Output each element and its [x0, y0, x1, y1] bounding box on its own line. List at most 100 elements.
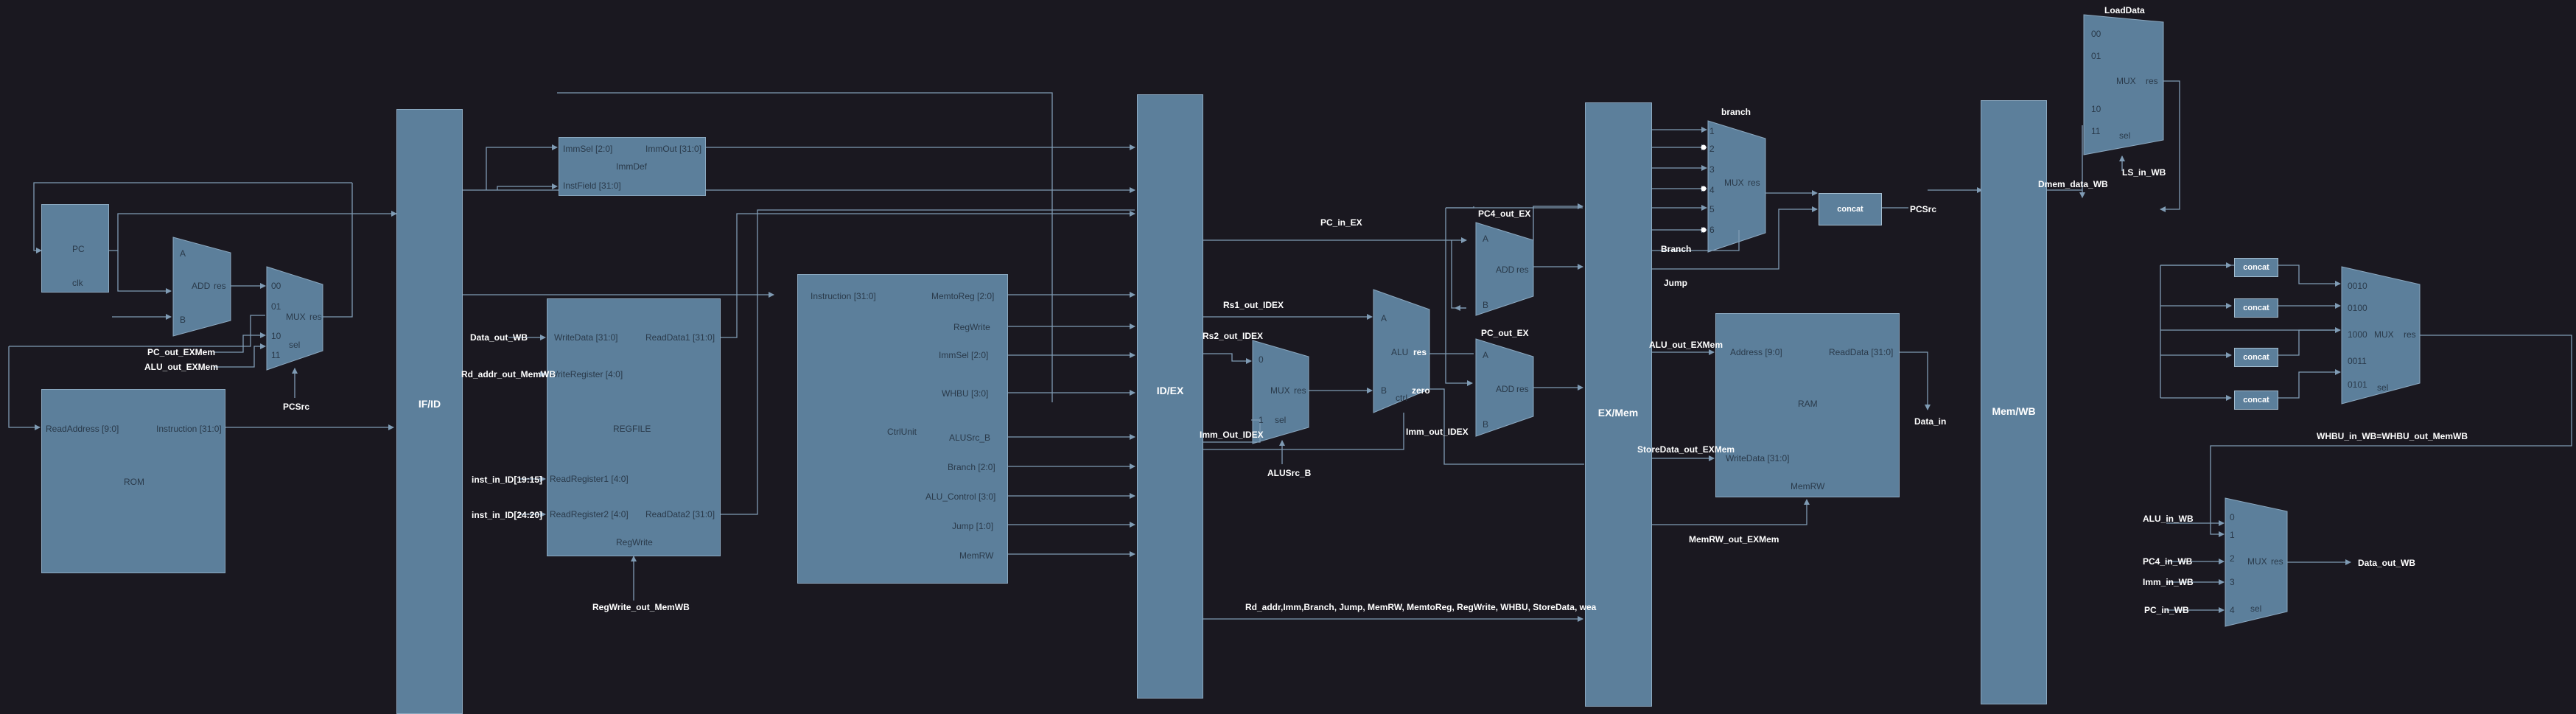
label-memrw-out-exmem: MemRW_out_EXMem — [1689, 534, 1779, 545]
ctrl-memrw: MemRW — [959, 550, 994, 561]
ctrl-jump: Jump [1:0] — [952, 521, 994, 531]
br-adder-b: B — [1483, 419, 1489, 430]
branch-mux-in5: 5 — [1709, 204, 1715, 214]
ctrl-regwrite: RegWrite — [953, 322, 990, 332]
branch-mux-title: MUX — [1724, 178, 1744, 188]
ex-mem-title: EX/Mem — [1597, 407, 1639, 419]
whbu-mux-title: MUX — [2374, 329, 2394, 340]
pc4-adder-title: ADD — [1496, 265, 1515, 275]
load-mux-sel: sel — [2119, 130, 2131, 141]
label-ls-in-wb: LS_in_WB — [2122, 167, 2166, 178]
regfile-readreg1: ReadRegister1 [4:0] — [550, 474, 629, 484]
regfile-readreg2: ReadRegister2 [4:0] — [550, 509, 629, 519]
wb-mux-in3: 3 — [2230, 577, 2235, 587]
whbu-mux-in1: 0100 — [2348, 303, 2367, 313]
regfile-writereg: WriteRegister [4:0] — [550, 369, 623, 379]
label-pc-in-ex: PC_in_EX — [1320, 217, 1362, 228]
label-regwrite-out-memwb: RegWrite_out_MemWB — [592, 602, 690, 612]
concat-block-4: concat — [2234, 391, 2278, 410]
wb-mux-res: res — [2271, 556, 2283, 567]
load-mux-shape — [2083, 14, 2164, 155]
wb-mux-in4: 4 — [2230, 605, 2235, 615]
ctrl-title: CtrlUnit — [887, 427, 917, 437]
alub-mux-title: MUX — [1270, 385, 1290, 396]
wb-mux-in0: 0 — [2230, 512, 2235, 522]
load-mux-in3: 11 — [2091, 126, 2101, 136]
pc-adder-shape — [172, 237, 231, 337]
concat-main-block: concat — [1819, 193, 1882, 225]
rom-addr-port: ReadAddress [9:0] — [46, 424, 119, 434]
whbu-mux-in0: 0010 — [2348, 281, 2367, 291]
pc-adder-a: A — [180, 248, 186, 259]
label-pc-out-exmem: PC_out_EXMem — [147, 347, 216, 357]
rom-instr-port: Instruction [31:0] — [156, 424, 222, 434]
alu-title: ALU — [1391, 347, 1409, 357]
label-data-out-wb: Data_out_WB — [470, 332, 528, 343]
ctrl-branch: Branch [2:0] — [948, 462, 995, 472]
label-inst-19-15: inst_in_ID[19:15] — [472, 475, 543, 485]
label-pc-in-wb: PC_in_WB — [2144, 605, 2189, 615]
load-mux-in2: 10 — [2091, 104, 2101, 114]
br-adder-res: res — [1516, 384, 1529, 394]
label-rs1-out-idex: Rs1_out_IDEX — [1223, 300, 1284, 310]
ctrl-alusrc: ALUSrc_B — [949, 433, 991, 443]
alu-res: res — [1413, 347, 1427, 357]
id-ex-register — [1137, 94, 1203, 699]
ram-writedata: WriteData [31:0] — [1726, 453, 1790, 463]
pc-clk-label: clk — [72, 278, 83, 288]
ram-memrw: MemRW — [1791, 481, 1825, 491]
label-bus: Rd_addr,Imm,Branch, Jump, MemRW, MemtoRe… — [1245, 602, 1597, 612]
alu-a: A — [1381, 313, 1387, 323]
label-branch-top: branch — [1721, 107, 1751, 117]
concat-main-title: concat — [1837, 205, 1863, 214]
regfile-title: REGFILE — [613, 424, 651, 434]
regfile-readdata2: ReadData2 [31:0] — [645, 509, 715, 519]
pc-mux-sel: sel — [289, 340, 301, 350]
immdef-instfield: InstField [31:0] — [563, 181, 621, 191]
mem-wb-title: Mem/WB — [1992, 405, 2036, 417]
label-imm-out-idex-1: Imm_Out_IDEX — [1200, 430, 1264, 440]
label-alu-out-exmem-2: ALU_out_EXMem — [1649, 340, 1723, 350]
ctrl-memtoreg: MemtoReg [2:0] — [931, 291, 995, 301]
load-mux-res: res — [2146, 76, 2158, 86]
label-pc4-out-ex: PC4_out_EX — [1478, 209, 1531, 219]
immdef-immout: ImmOut [31:0] — [645, 144, 702, 154]
label-storedata-out-exmem: StoreData_out_EXMem — [1637, 444, 1735, 455]
regfile-regwrite: RegWrite — [616, 537, 653, 547]
rom-block — [41, 389, 225, 573]
concat-block-3: concat — [2234, 348, 2278, 367]
wb-mux-in1: 1 — [2230, 530, 2235, 540]
ctrl-whbu: WHBU [3:0] — [942, 388, 989, 399]
whbu-mux-in3: 0011 — [2348, 356, 2367, 366]
alu-ctrl: ctrl — [1396, 393, 1407, 403]
ex-mem-register — [1585, 102, 1652, 707]
if-id-register — [396, 109, 463, 714]
concat-3-title: concat — [2243, 353, 2269, 362]
load-mux-in1: 01 — [2091, 51, 2101, 61]
label-whbu-in-wb: WHBU_in_WB=WHBU_out_MemWB — [2317, 431, 2468, 441]
label-data-out-wb-2: Data_out_WB — [2358, 558, 2416, 568]
wb-mux-in2: 2 — [2230, 553, 2235, 564]
regfile-block — [547, 298, 721, 556]
label-alusrc-b: ALUSrc_B — [1267, 468, 1312, 478]
regfile-writedata: WriteData [31:0] — [554, 332, 618, 343]
ctrl-aluctrl: ALU_Control [3:0] — [925, 491, 996, 502]
ram-addr: Address [9:0] — [1730, 347, 1782, 357]
pc-mux-in2: 10 — [271, 331, 281, 341]
concat-1-title: concat — [2243, 263, 2269, 272]
concat-block-1: concat — [2234, 258, 2278, 277]
branch-mux-in2: 2 — [1709, 144, 1715, 154]
regfile-readdata1: ReadData1 [31:0] — [645, 332, 715, 343]
pc-adder-title: ADD — [192, 281, 211, 291]
ram-readdata: ReadData [31:0] — [1829, 347, 1894, 357]
pc-adder-b: B — [180, 315, 186, 325]
alu-b: B — [1381, 385, 1387, 396]
alu-zero: zero — [1412, 385, 1430, 396]
alub-mux-res: res — [1294, 385, 1306, 396]
concat-4-title: concat — [2243, 396, 2269, 405]
wb-mux-shape — [2225, 497, 2288, 627]
label-inst-24-20: inst_in_ID[24:20] — [472, 510, 543, 520]
alub-mux-sel: sel — [1275, 415, 1287, 425]
label-dmem-data-wb: Dmem_data_WB — [2038, 179, 2108, 189]
wb-mux-title: MUX — [2247, 556, 2267, 567]
